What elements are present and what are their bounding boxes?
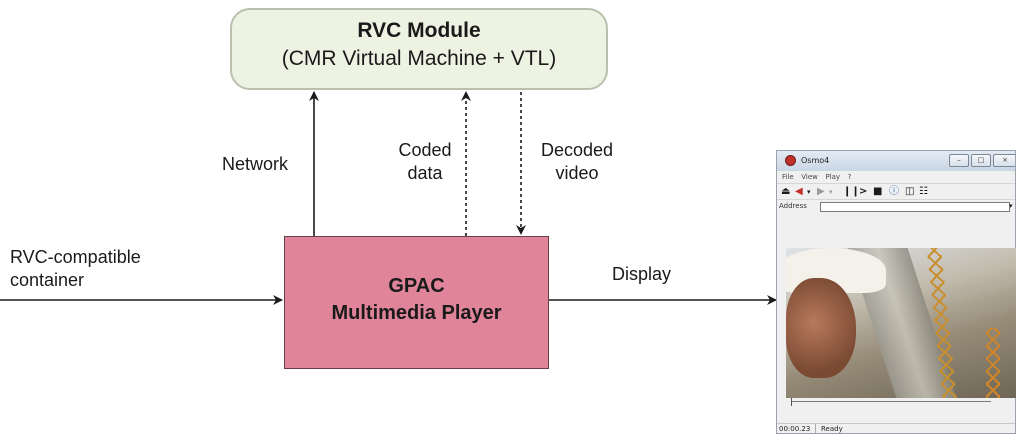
decoded-label-line1: Decoded [540,140,614,160]
menu-file[interactable]: File [782,173,794,181]
decoded-label-line2: video [555,163,599,183]
back-icon[interactable]: ◀ [795,186,803,197]
options-icon[interactable]: ☷ [919,186,928,197]
address-bar: Address ▾ [777,199,1015,214]
status-divider [815,424,816,433]
coded-data-label: Coded data [392,139,458,185]
info-icon[interactable]: ⓘ [889,186,899,197]
address-label: Address [779,202,807,210]
forward-dropdown-icon[interactable]: ▾ [829,188,833,196]
seek-bar[interactable] [777,395,1015,409]
gpac-title: GPAC [388,275,445,297]
minimize-icon[interactable]: – [949,154,969,167]
network-label: Network [222,154,289,174]
step-icon[interactable]: > [859,186,868,197]
display-label: Display [612,264,672,284]
osmo4-app-icon [785,155,796,166]
menu-help[interactable]: ? [847,173,852,181]
stop-icon[interactable]: ■ [873,186,883,197]
status-bar: 00:00.23 Ready [777,423,1015,433]
forward-icon[interactable]: ▶ [817,186,825,197]
clipboard-icon[interactable]: ◫ [905,186,915,197]
menu-play[interactable]: Play [825,173,841,181]
pause-icon[interactable]: ❙❙ [843,186,860,197]
window-titlebar: Osmo4 – □ × [777,151,1015,171]
seek-track [791,401,991,402]
input-label-line1: RVC-compatible [10,247,141,267]
seek-thumb[interactable] [791,397,792,406]
address-dropdown-icon[interactable]: ▾ [1009,202,1013,210]
close-icon[interactable]: × [993,154,1015,167]
menu-bar: File View Play ? [777,171,1015,183]
status-text: Ready [821,425,843,433]
gpac-player-box: GPAC Multimedia Player [284,236,549,369]
coded-label-line2: data [407,163,443,183]
menu-view[interactable]: View [801,173,818,181]
rvc-module-subtitle: (CMR Virtual Machine + VTL) [281,47,557,70]
video-frame [786,248,1016,398]
gpac-subtitle: Multimedia Player [331,302,502,324]
input-label-line2: container [10,270,85,290]
video-crane-arm [986,328,1000,398]
video-face [786,278,856,378]
decoded-video-label: Decoded video [531,139,623,185]
eject-icon[interactable]: ⏏ [781,186,791,197]
playback-time: 00:00.23 [779,425,811,433]
player-toolbar: ⏏ ◀ ▾ ▶ ▾ ❙❙ > ■ ⓘ ◫ ☷ [777,183,1015,200]
rvc-module-title: RVC Module [357,19,481,42]
back-dropdown-icon[interactable]: ▾ [807,188,811,196]
coded-label-line1: Coded [398,140,452,160]
address-input[interactable] [820,202,1010,212]
rvc-module-box: RVC Module (CMR Virtual Machine + VTL) [230,8,608,90]
window-title: Osmo4 [801,156,830,165]
maximize-icon[interactable]: □ [971,154,991,167]
input-label: RVC-compatible container [10,246,141,292]
